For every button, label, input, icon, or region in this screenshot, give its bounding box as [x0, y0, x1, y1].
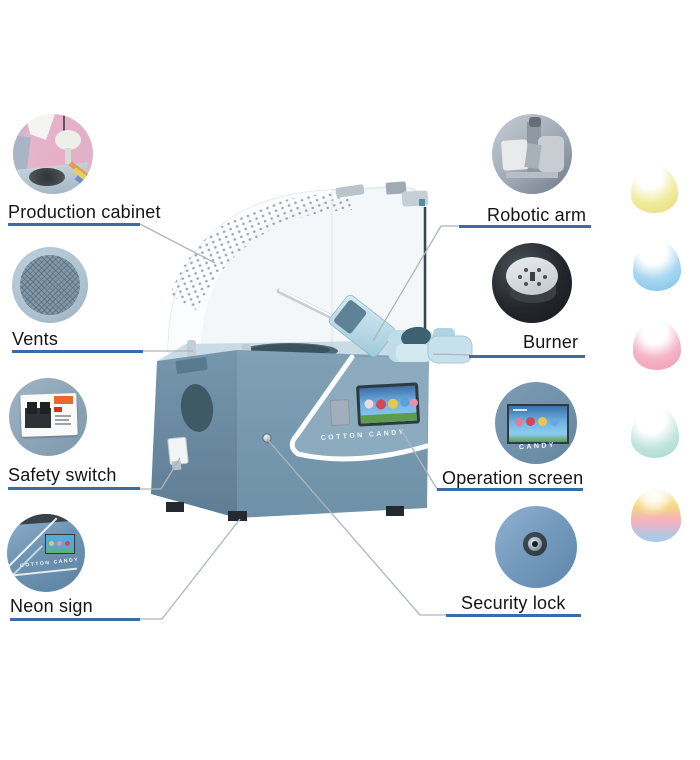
line-production-cabinet: [139, 223, 216, 264]
production-cabinet-photo: [13, 114, 93, 194]
screen-candy-dot: [538, 417, 547, 426]
underline-vents: [12, 350, 143, 353]
cabinet-rod: [63, 114, 65, 144]
burner-hole: [537, 268, 541, 272]
vents-photo: [12, 247, 88, 323]
burner-center-slot: [530, 272, 535, 281]
burner-hole: [524, 268, 528, 272]
breaker-label-red: [54, 407, 62, 412]
burner-hole: [524, 282, 528, 286]
side-vent-hole: [180, 384, 214, 432]
machine-foot: [166, 502, 184, 512]
inset-screen: [507, 404, 569, 444]
underline-production-cabinet: [8, 223, 140, 226]
underline-security-lock: [446, 614, 581, 617]
panel-trim-curve: [532, 517, 577, 588]
label-production-cabinet: Production cabinet: [8, 202, 161, 222]
label-security-lock: Security lock: [461, 593, 566, 613]
label-operation-screen: Operation screen: [442, 468, 584, 488]
breaker-text-line: [55, 415, 71, 417]
operation-screen-photo: CANDY: [495, 382, 577, 464]
burner-hole: [543, 275, 547, 279]
safety-switch-photo: [9, 378, 87, 456]
cotton-candy-yellow: [631, 163, 678, 213]
burner-photo: [492, 243, 572, 323]
neon-underline-glow: [13, 567, 77, 577]
label-robotic-arm: Robotic arm: [487, 205, 587, 225]
funnel-shape: [25, 114, 55, 140]
arm-block-right: [538, 136, 564, 172]
breaker-toggle: [27, 402, 37, 414]
breaker-toggle: [40, 402, 50, 414]
line-operation-screen: [399, 427, 438, 490]
underline-robotic-arm: [459, 225, 591, 228]
side-slot: [175, 357, 208, 374]
spinner-head: [401, 326, 431, 348]
screen-candy-dot: [515, 418, 523, 426]
cup-holder: [427, 335, 473, 364]
breaker-text-line: [55, 423, 71, 425]
operation-screen-lettering: CANDY: [518, 441, 557, 452]
cabinet-bowl-opening: [29, 168, 65, 186]
security-lock-photo: [495, 506, 577, 588]
machine-top-edge: [14, 514, 70, 525]
arm-rail: [506, 172, 558, 178]
machine-foot: [228, 511, 247, 521]
label-burner: Burner: [523, 332, 579, 352]
line-burner: [432, 353, 471, 356]
vent-mesh: [20, 255, 80, 315]
underline-operation-screen: [437, 488, 583, 491]
line-neon-sign: [140, 518, 241, 620]
cotton-candy-blue: [633, 238, 681, 291]
screen-candy-dot: [550, 418, 558, 426]
lock-keyhole: [532, 541, 538, 547]
neon-sign-photo: COTTON CANDY: [7, 514, 85, 592]
machine-foot: [386, 506, 404, 516]
label-neon-sign: Neon sign: [10, 596, 93, 616]
line-safety-switch: [140, 457, 181, 490]
cotton-candy-pink: [633, 318, 681, 370]
label-safety-switch: Safety switch: [8, 465, 117, 485]
label-vents: Vents: [12, 329, 59, 349]
line-robotic-arm: [372, 225, 459, 342]
cotton-candy-rainbow: [631, 486, 681, 542]
line-security-lock: [266, 438, 446, 616]
callout-lines: [139, 223, 471, 620]
mini-screen: [45, 534, 75, 554]
body-left-face: [151, 350, 237, 518]
screen-glare: [513, 409, 527, 411]
robotic-arm-photo: [492, 114, 572, 194]
underline-neon-sign: [10, 618, 140, 621]
machine-body: COTTON CANDY: [151, 340, 440, 521]
arm-cap: [529, 117, 541, 127]
underline-safety-switch: [8, 487, 140, 490]
mini-screen-dot: [57, 541, 62, 546]
mini-screen-dot: [49, 541, 54, 546]
underline-burner: [469, 355, 585, 358]
dome-perforated-vents: [170, 192, 352, 310]
burner-hole: [518, 275, 522, 279]
machine-screen: [356, 382, 420, 427]
screen-candy-dot: [526, 417, 535, 426]
burner-hole: [537, 282, 541, 286]
mini-screen-dot: [65, 541, 70, 546]
machine-robotic-arm: [276, 288, 473, 364]
white-bowl: [55, 130, 81, 150]
cotton-candy-mint: [631, 404, 679, 458]
breaker-text-line: [55, 419, 69, 421]
bowl-stem: [65, 148, 71, 164]
breaker-label-orange: [54, 396, 73, 404]
security-lock-button: [262, 433, 272, 443]
panel-white-trim: [289, 354, 430, 462]
card-reader: [329, 399, 351, 426]
